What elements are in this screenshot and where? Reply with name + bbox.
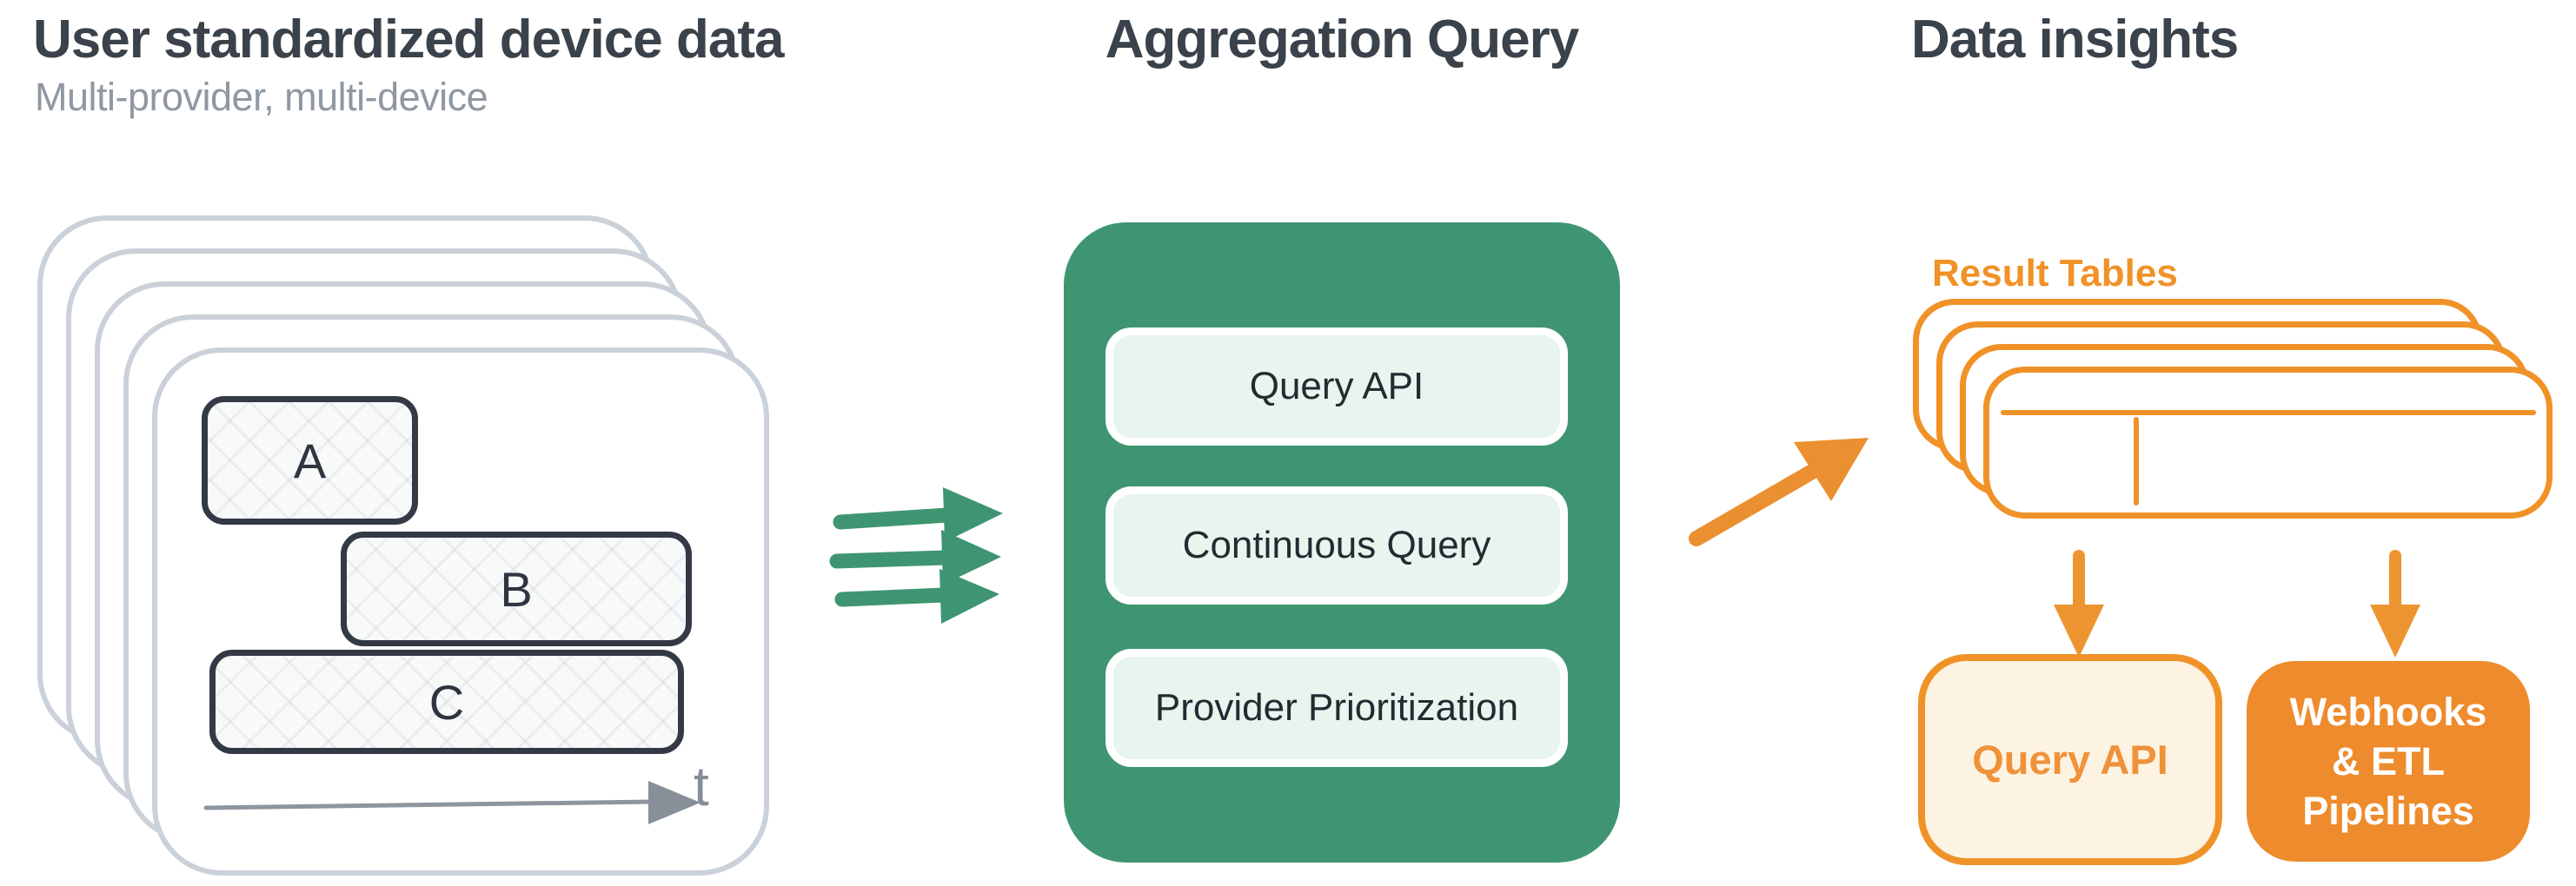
output-webhooks-etl-box: Webhooks & ETL Pipelines [2247,661,2530,862]
module-query-api: Query API [1105,327,1568,446]
webhooks-line-3: Pipelines [2302,789,2474,834]
webhooks-line-1: Webhooks [2289,689,2487,734]
result-table-front [1983,367,2553,519]
data-block-c: C [209,650,684,754]
flow-arrow-down-right-icon [2370,550,2420,658]
middle-section-title: Aggregation Query [1105,10,1580,69]
module-continuous-query: Continuous Query [1105,486,1568,605]
flow-arrow-down-left-icon [2054,550,2104,658]
flow-arrow-up-right-icon [1689,438,1869,546]
module-provider-prioritization: Provider Prioritization [1105,649,1568,767]
right-section-title: Data insights [1911,10,2239,69]
left-section-title: User standardized device data [33,10,784,69]
webhooks-line-2: & ETL [2331,738,2445,784]
result-tables-label: Result Tables [1932,252,2178,294]
data-block-a-label: A [293,433,327,488]
triple-flow-arrow-icon [829,487,1003,624]
data-block-b-label: B [500,561,533,617]
output-query-api-box: Query API [1918,654,2222,865]
left-section-subtitle: Multi-provider, multi-device [35,75,488,119]
output-query-api-label: Query API [1972,737,2168,783]
module-continuous-query-label: Continuous Query [1182,524,1491,566]
time-axis-label: t [694,755,709,817]
result-table-header-line [2001,410,2536,415]
module-query-api-label: Query API [1249,365,1424,407]
output-webhooks-etl-label: Webhooks & ETL Pipelines [2290,687,2487,836]
module-provider-prioritization-label: Provider Prioritization [1154,686,1519,729]
data-block-a: A [202,396,418,525]
result-table-column-divider [2134,417,2139,506]
data-block-c-label: C [428,674,465,730]
data-block-b: B [341,532,692,646]
